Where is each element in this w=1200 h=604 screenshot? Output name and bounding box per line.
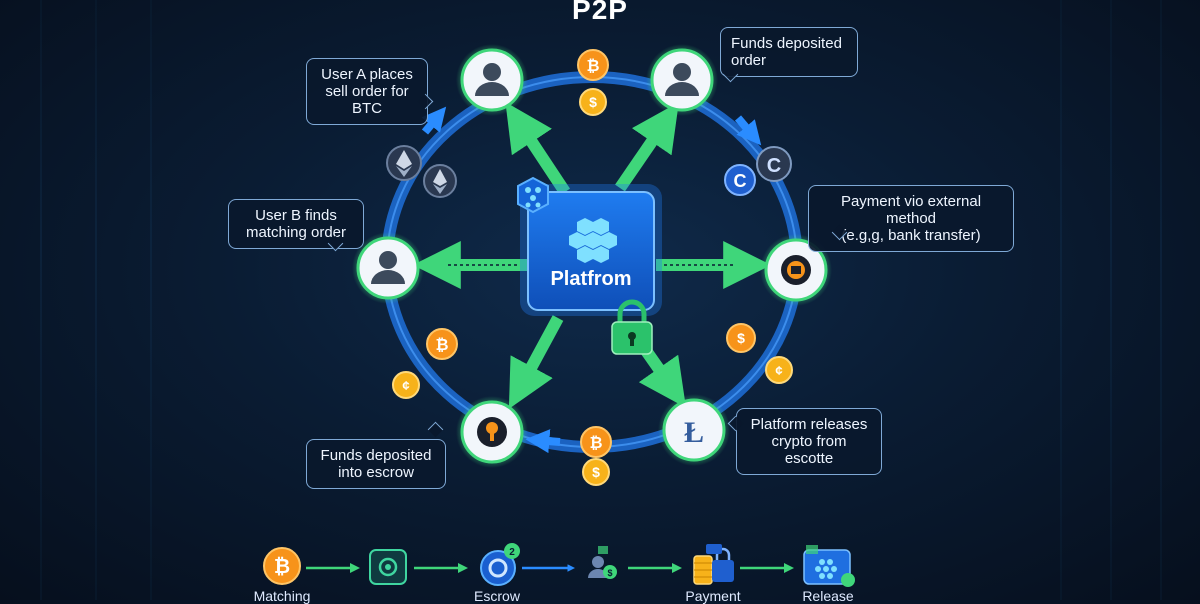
- user-a-node: [456, 44, 528, 116]
- ethereum-coin-icon: [423, 164, 457, 198]
- bitcoin-coin-icon: ₿: [577, 49, 609, 81]
- exchange-coin-icon: ¢: [392, 371, 420, 399]
- dollar-coin-icon: $: [582, 458, 610, 486]
- svg-text:¢: ¢: [402, 378, 409, 393]
- process-strip: ₿ 2 $: [263, 543, 855, 587]
- diagram-title: P2P: [572, 0, 628, 25]
- stablecoin-icon: C: [756, 146, 792, 182]
- callout-funds-order: Funds deposited order: [720, 27, 858, 77]
- svg-text:C: C: [767, 155, 781, 177]
- release-node: Ł: [658, 394, 730, 466]
- dollar-coin-icon: $: [579, 88, 607, 116]
- callout-payment: Payment vio external method (e.g,g, bank…: [808, 185, 1014, 252]
- callout-escrow: Funds deposited into escrow: [306, 439, 446, 489]
- step-release-icon: [803, 545, 855, 587]
- svg-text:¢: ¢: [775, 363, 782, 378]
- platform-hex-icon: [569, 218, 617, 263]
- svg-text:₿: ₿: [274, 556, 290, 578]
- step-payment-icon: [693, 544, 734, 585]
- step-exchange-icon: 2: [480, 543, 520, 586]
- ring-arrow-top-right: [734, 115, 762, 146]
- bitcoin-coin-icon: ₿: [426, 328, 458, 360]
- ethereum-coin-icon: [386, 145, 422, 181]
- arrow-to-user-a: [505, 101, 571, 196]
- arrow-to-escrow: [508, 315, 564, 409]
- step-users-icon: $: [588, 546, 617, 579]
- user-top-right-node: [646, 44, 718, 116]
- ring-arrow-bottom: [525, 429, 561, 454]
- coins: ₿ $ ₿ ¢ ₿ $ $ ¢ C C: [386, 49, 793, 486]
- step-label-escrow: Escrow: [474, 588, 520, 604]
- arrow-to-top-right: [615, 102, 679, 192]
- escrow-lock-icon: [611, 299, 653, 355]
- payment-node: [760, 234, 832, 306]
- svg-text:$: $: [589, 94, 597, 110]
- stablecoin-icon: C: [724, 164, 756, 196]
- svg-text:₿: ₿: [435, 336, 448, 354]
- litecoin-icon: Ł: [684, 416, 704, 449]
- step-matching-icon: ₿: [263, 547, 301, 585]
- user-icon: [673, 63, 691, 81]
- callout-user-a: User A places sell order for BTC: [306, 58, 428, 125]
- svg-text:$: $: [737, 330, 745, 346]
- step-label-payment: Payment: [685, 588, 741, 604]
- user-icon: [379, 251, 397, 269]
- svg-text:$: $: [607, 568, 612, 578]
- user-b-node: [352, 232, 424, 304]
- step-label-matching: Matching: [253, 588, 311, 604]
- dollar-coin-icon: $: [726, 323, 756, 353]
- callout-release: Platform releases crypto from escotte: [736, 408, 882, 475]
- escrow-node: [456, 396, 528, 468]
- svg-text:C: C: [734, 171, 747, 191]
- exchange-coin-icon: ¢: [765, 356, 793, 384]
- step-label-release: Release: [802, 588, 854, 604]
- svg-text:$: $: [592, 464, 600, 480]
- svg-text:₿: ₿: [586, 57, 599, 75]
- svg-text:2: 2: [509, 547, 515, 558]
- step-escrow-icon: [369, 549, 407, 585]
- ring-arrow-left: [421, 106, 447, 135]
- callout-user-b: User B finds matching order: [228, 199, 364, 249]
- user-icon: [483, 63, 501, 81]
- svg-text:₿: ₿: [589, 434, 602, 452]
- platform-label: Platfrom: [550, 268, 632, 290]
- bitcoin-coin-icon: ₿: [580, 426, 612, 458]
